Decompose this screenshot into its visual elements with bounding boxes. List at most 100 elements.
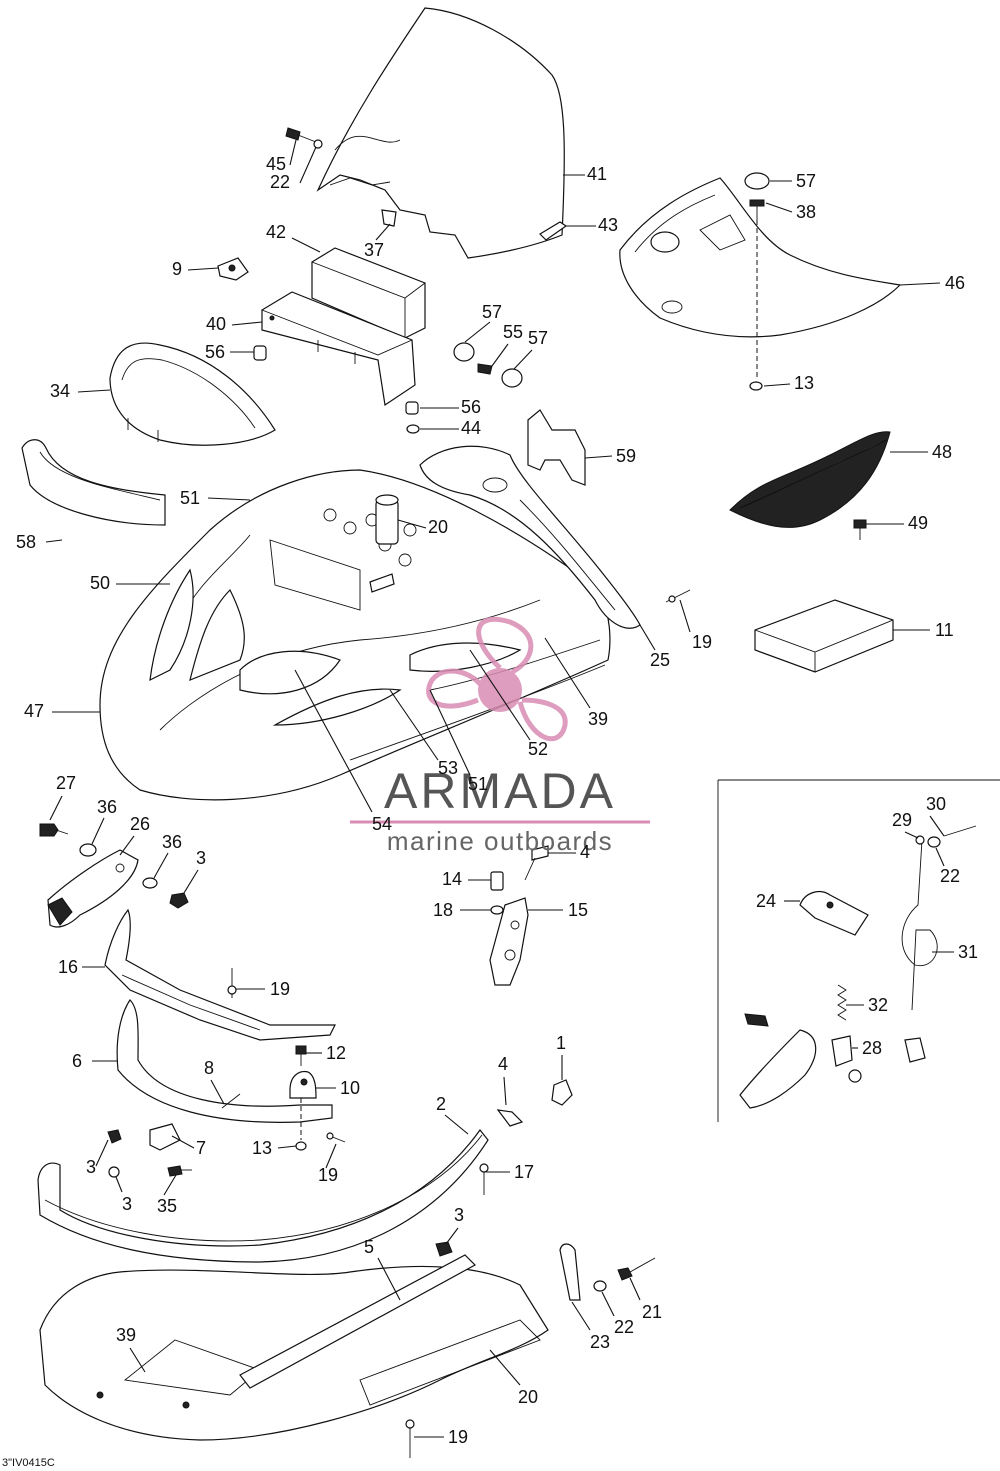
- part-washer-36-a: [79, 843, 97, 857]
- callout-15: 15: [528, 900, 588, 920]
- callout-label: 13: [794, 373, 814, 393]
- callout-leader: [445, 1227, 459, 1245]
- callout-label: 58: [16, 532, 36, 552]
- callout-label: 39: [116, 1325, 136, 1345]
- callout-43: 43: [566, 215, 618, 235]
- callout-leader: [904, 831, 919, 839]
- callout-label: 10: [340, 1078, 360, 1098]
- part-plate-28: [831, 1035, 853, 1067]
- callout-57: 57: [464, 302, 502, 343]
- callout-leader: [45, 539, 63, 543]
- callout-17: 17: [486, 1162, 534, 1182]
- part-screw-55: [477, 363, 493, 375]
- callout-label: 19: [318, 1165, 338, 1185]
- callout-label: 32: [868, 995, 888, 1015]
- part-nut-3-a: [169, 892, 189, 909]
- callout-label: 3: [86, 1157, 96, 1177]
- part-spring-32: [837, 984, 847, 1021]
- part-cap-57-tray: [744, 172, 770, 190]
- part-washer-36-b: [142, 877, 158, 889]
- callout-leader: [513, 349, 533, 370]
- callout-label: 4: [498, 1054, 508, 1074]
- callout-37: 37: [364, 223, 391, 260]
- callout-label: 13: [252, 1138, 272, 1158]
- callout-leader: [464, 321, 491, 343]
- callout-leader: [377, 1257, 401, 1301]
- callout-29: 29: [892, 810, 919, 839]
- callout-label: 57: [796, 171, 816, 191]
- callout-label: 37: [364, 240, 384, 260]
- callout-leader: [294, 669, 373, 813]
- callout-leader: [153, 852, 169, 879]
- callout-leader: [935, 847, 945, 867]
- part-bracket-59: [527, 409, 586, 486]
- callout-leader: [491, 343, 509, 367]
- callout-label: 53: [438, 758, 458, 778]
- callout-label: 55: [503, 322, 523, 342]
- callout-label: 21: [642, 1302, 662, 1322]
- callout-label: 57: [482, 302, 502, 322]
- callout-19: 19: [679, 599, 712, 652]
- part-washer-18: [490, 905, 504, 915]
- callout-leader: [489, 1349, 521, 1386]
- callout-label: 17: [514, 1162, 534, 1182]
- callout-label: 6: [72, 1051, 82, 1071]
- part-console-40: [261, 291, 416, 407]
- part-screw-49: [853, 519, 867, 540]
- part-bolt-4-upper: [524, 845, 549, 881]
- callout-leader: [765, 202, 793, 213]
- part-screw-30: [943, 825, 977, 837]
- callout-3: 3: [183, 848, 206, 894]
- callout-8: 8: [204, 1058, 225, 1105]
- callout-label: 30: [926, 794, 946, 814]
- part-bushing-56-lower: [405, 401, 419, 415]
- callout-46: 46: [899, 273, 965, 293]
- callout-20: 20: [489, 1349, 538, 1407]
- callout-leader: [49, 795, 63, 821]
- callout-label: 51: [180, 488, 200, 508]
- callout-3: 3: [86, 1139, 109, 1177]
- callout-label: 52: [528, 739, 548, 759]
- callout-label: 38: [796, 202, 816, 222]
- callout-19: 19: [318, 1143, 338, 1185]
- callout-leader: [601, 1291, 615, 1317]
- callout-24: 24: [756, 891, 800, 911]
- callout-26: 26: [119, 814, 150, 856]
- callout-label: 1: [556, 1033, 566, 1053]
- part-rail-25: [419, 445, 641, 629]
- callout-label: 35: [157, 1196, 177, 1216]
- callout-label: 25: [650, 650, 670, 670]
- part-pad-11: [754, 599, 894, 673]
- part-bracket-7: [149, 1123, 181, 1151]
- callout-10: 10: [316, 1078, 360, 1098]
- callout-9: 9: [172, 259, 219, 279]
- callout-label: 2: [436, 1094, 446, 1114]
- callout-leader: [210, 1079, 225, 1105]
- part-rivet-19-mid: [227, 968, 237, 998]
- callout-21: 21: [629, 1277, 662, 1322]
- callout-label: 59: [616, 446, 636, 466]
- callout-16: 16: [58, 957, 105, 977]
- callout-leader: [899, 282, 941, 286]
- callout-label: 22: [940, 866, 960, 886]
- watermark: ARMADA marine outboards: [350, 616, 650, 856]
- callout-label: 15: [568, 900, 588, 920]
- part-nut-44: [406, 424, 420, 434]
- part-bracket-16: [104, 908, 336, 1041]
- callout-label: 12: [326, 1043, 346, 1063]
- callout-label: 23: [590, 1332, 610, 1352]
- callout-label: 20: [428, 517, 448, 537]
- callout-1: 1: [556, 1033, 566, 1080]
- part-washer-22-inset: [927, 836, 941, 848]
- part-nut-3-b: [107, 1129, 122, 1144]
- part-nut-13-low: [295, 1141, 307, 1151]
- callout-2: 2: [436, 1094, 469, 1135]
- callout-label: 22: [270, 172, 290, 192]
- callout-32: 32: [846, 995, 888, 1015]
- callout-28: 28: [852, 1038, 882, 1058]
- callout-label: 19: [692, 632, 712, 652]
- callout-label: 49: [908, 513, 928, 533]
- part-crossbar-5: [239, 1254, 476, 1389]
- callout-leader: [429, 689, 471, 776]
